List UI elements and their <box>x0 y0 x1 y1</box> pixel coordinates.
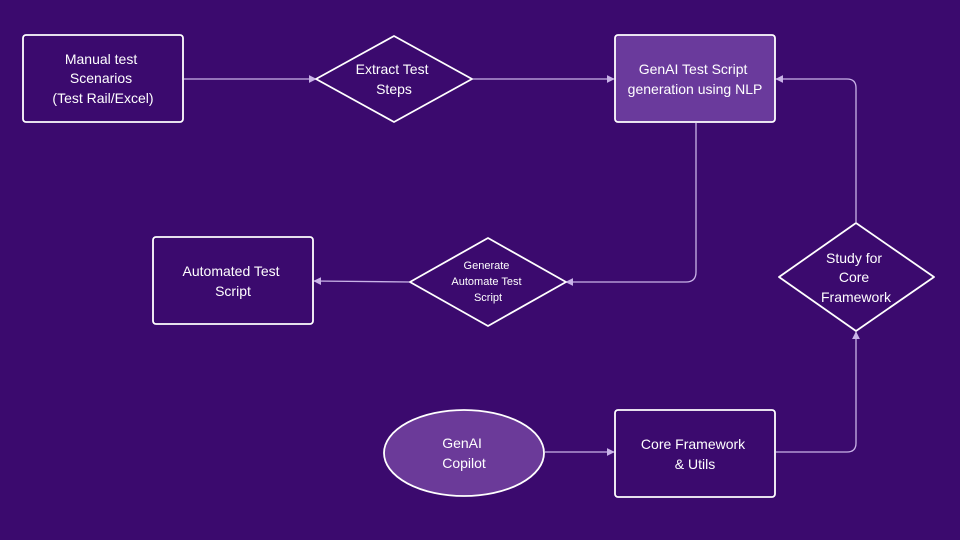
edge-genai-script-to-generate <box>565 123 697 286</box>
label-line: & Utils <box>675 456 715 472</box>
node-box <box>22 34 184 123</box>
node-study-for-core-framework: Study for Core Framework <box>778 222 935 332</box>
node-label: Automated Test Script <box>183 263 284 299</box>
node-ellipse <box>383 409 545 497</box>
node-label: Core Framework & Utils <box>641 436 749 472</box>
edge-core-to-study <box>776 331 860 453</box>
node-automated-test-script: Automated Test Script <box>152 236 314 325</box>
label-line: Core <box>839 269 870 285</box>
label-line: GenAI Test Script <box>639 61 748 77</box>
label-line: Scenarios <box>70 70 132 86</box>
label-line: generation using NLP <box>628 81 763 97</box>
node-extract-test-steps: Extract Test Steps <box>315 35 473 123</box>
label-line: Manual test <box>65 51 137 67</box>
label-line: Extract Test <box>356 61 429 77</box>
label-line: Framework <box>821 289 892 305</box>
node-box <box>614 409 776 498</box>
node-core-framework-utils: Core Framework & Utils <box>614 409 776 498</box>
label-line: Script <box>474 292 502 304</box>
node-diamond <box>778 222 935 332</box>
edge-generate-to-automated <box>313 277 411 285</box>
node-diamond <box>315 35 473 123</box>
label-line: Steps <box>376 81 412 97</box>
node-box-highlighted <box>614 34 776 123</box>
label-line: Generate <box>464 260 510 272</box>
label-line: Copilot <box>442 455 486 471</box>
edge-study-to-genai-script <box>775 75 857 222</box>
node-genai-test-script-generation: GenAI Test Script generation using NLP <box>614 34 776 123</box>
node-label: Manual test Scenarios (Test Rail/Excel) <box>52 51 153 106</box>
node-manual-test-scenarios: Manual test Scenarios (Test Rail/Excel) <box>22 34 184 123</box>
label-line: Core Framework <box>641 436 746 452</box>
label-line: Automate Test <box>451 276 521 288</box>
label-line: Study for <box>826 250 882 266</box>
label-line: Automated Test <box>183 263 280 279</box>
node-label: Extract Test Steps <box>356 61 433 97</box>
node-diamond <box>409 237 567 327</box>
node-label: Generate Automate Test Script <box>451 260 524 304</box>
edges <box>184 75 860 456</box>
node-generate-automate-test-script: Generate Automate Test Script <box>409 237 567 327</box>
label-line: GenAI <box>442 435 482 451</box>
label-line: Script <box>215 283 251 299</box>
node-label: Study for Core Framework <box>821 250 892 305</box>
node-genai-copilot: GenAI Copilot <box>383 409 545 497</box>
node-label: GenAI Copilot <box>442 435 486 471</box>
node-box <box>152 236 314 325</box>
node-label: GenAI Test Script generation using NLP <box>628 61 763 97</box>
label-line: (Test Rail/Excel) <box>52 90 153 106</box>
